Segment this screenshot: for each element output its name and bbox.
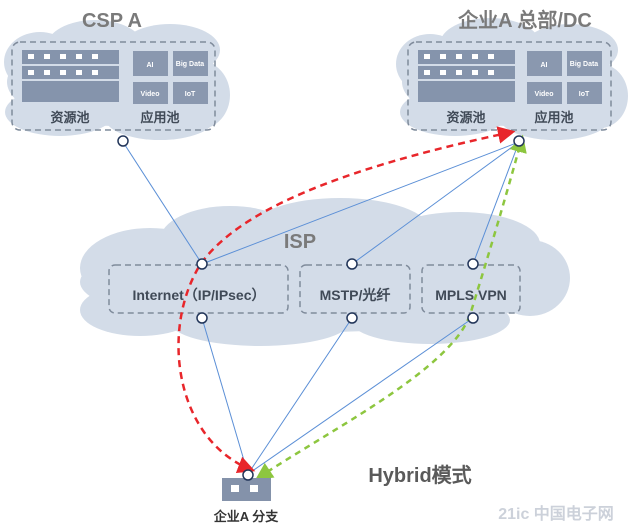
csp-tile-ai: AI: [147, 62, 154, 69]
mode-label: Hybrid模式: [368, 463, 471, 487]
link-csp-internet: [122, 141, 203, 265]
csp-tile-video: Video: [141, 91, 160, 98]
internet-port-top: [196, 258, 208, 270]
isp-cloud: ISP Internet（IP/IPsec） MSTP/光纤 MPLS VPN: [80, 198, 570, 346]
mstp-port-bottom: [346, 312, 358, 324]
mstp-port-top: [346, 258, 358, 270]
branch-port: [242, 469, 254, 481]
hq-title: 企业A 总部/DC: [457, 8, 592, 32]
hq-app-tiles: AI Big Data Video IoT: [527, 51, 602, 104]
hq-tile-iot: IoT: [579, 91, 590, 98]
isp-mpls-label: MPLS VPN: [435, 287, 507, 303]
csp-port: [117, 135, 129, 147]
hq-tile-video: Video: [535, 91, 554, 98]
csp-tile-bigdata: Big Data: [176, 61, 205, 68]
isp-mstp-label: MSTP/光纤: [320, 287, 391, 303]
csp-tile-iot: IoT: [185, 91, 196, 98]
isp-title: ISP: [284, 231, 316, 253]
csp-cloud: AI Big Data Video IoT 资源池 应用池 CSP A: [4, 10, 230, 140]
csp-pool-frame: [11, 41, 216, 131]
branch-router: [222, 478, 271, 501]
isp-internet-label: Internet（IP/IPsec）: [132, 287, 265, 303]
csp-resource-pool-label: 资源池: [50, 110, 89, 125]
branch-label: 企业A 分支: [213, 509, 280, 524]
hq-tile-bigdata: Big Data: [570, 61, 599, 68]
hq-resource-pool-label: 资源池: [446, 110, 485, 125]
hq-resource-rack: [418, 50, 515, 102]
branch-device: 企业A 分支: [213, 469, 280, 524]
hq-port: [513, 135, 525, 147]
path-branch-to-hq-via-internet: [177, 126, 516, 474]
hq-tile-ai: AI: [541, 62, 548, 69]
hq-cloud: AI Big Data Video IoT 资源池 应用池 企业A 总部/DC: [396, 8, 628, 140]
internet-port-bottom: [196, 312, 208, 324]
watermark: 21ic 中国电子网: [498, 504, 614, 523]
hq-app-pool-label: 应用池: [534, 110, 573, 125]
csp-resource-rack: [22, 50, 119, 102]
hq-pool-frame: [407, 41, 612, 131]
csp-app-pool-label: 应用池: [140, 110, 179, 125]
ports: [117, 135, 525, 324]
csp-app-tiles: AI Big Data Video IoT: [133, 51, 208, 104]
mpls-port-top: [467, 258, 479, 270]
csp-title: CSP A: [82, 10, 142, 32]
mpls-port-bottom: [467, 312, 479, 324]
